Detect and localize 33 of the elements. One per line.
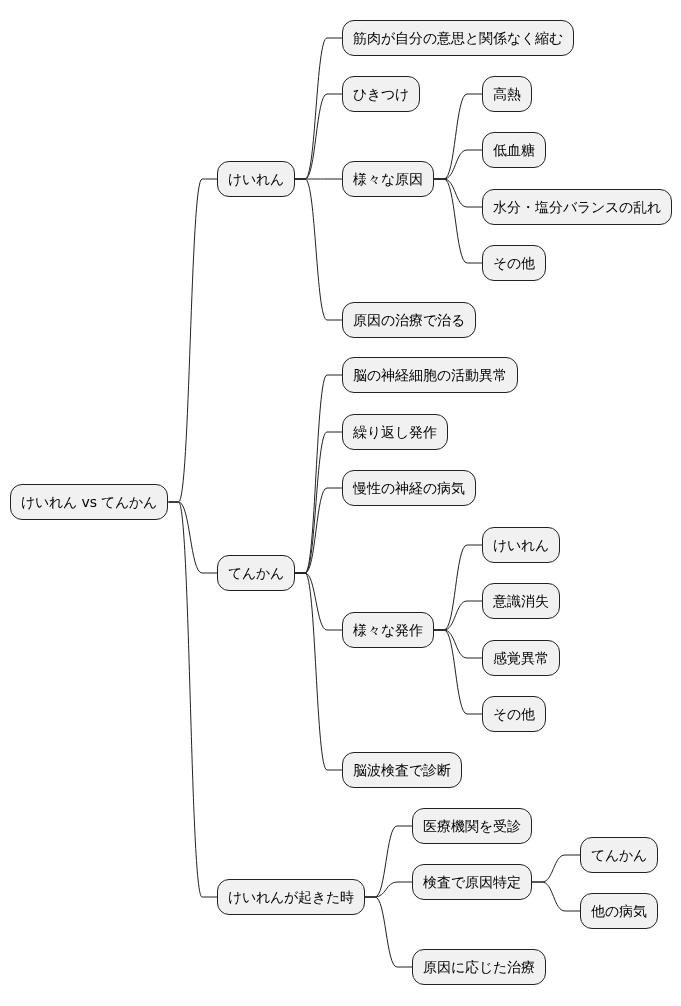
topic-box: けいれん vs てんかん bbox=[10, 484, 169, 520]
topic-box: 様々な発作 bbox=[342, 612, 434, 648]
topic-box: てんかん bbox=[217, 555, 295, 591]
topic-box: 脳の神経細胞の活動異常 bbox=[342, 357, 518, 393]
topic-box: 高熱 bbox=[482, 76, 532, 112]
topic-box: けいれん bbox=[482, 527, 560, 563]
topic-box: 原因に応じた治療 bbox=[412, 949, 546, 985]
topic-box: 脳波検査で診断 bbox=[342, 752, 462, 788]
topic-box: けいれん bbox=[217, 161, 295, 197]
topic-box: てんかん bbox=[580, 837, 658, 873]
topic-box: 水分・塩分バランスの乱れ bbox=[482, 189, 672, 225]
topic-box: ひきつけ bbox=[342, 76, 420, 112]
topic-box: 意識消失 bbox=[482, 583, 560, 619]
connector-line bbox=[433, 629, 483, 715]
topic-box: 感覚異常 bbox=[482, 640, 560, 676]
topic-box: 医療機関を受診 bbox=[412, 808, 532, 844]
topic-box: 筋肉が自分の意思と関係なく縮む bbox=[342, 20, 574, 56]
connector-line bbox=[364, 896, 413, 968]
connector-line bbox=[531, 881, 581, 912]
topic-box: 検査で原因特定 bbox=[412, 864, 532, 900]
topic-box: 慢性の神経の病気 bbox=[342, 470, 476, 506]
topic-box: 様々な原因 bbox=[342, 161, 434, 197]
connector-line bbox=[294, 178, 343, 321]
topic-box: 他の病気 bbox=[580, 893, 658, 929]
topic-box: けいれんが起きた時 bbox=[217, 879, 365, 915]
topic-box: その他 bbox=[482, 696, 546, 732]
connector-line bbox=[168, 501, 218, 898]
topic-box: 原因の治療で治る bbox=[342, 302, 476, 338]
topic-box: 低血糖 bbox=[482, 132, 546, 168]
connector-line bbox=[294, 572, 343, 771]
topic-box: その他 bbox=[482, 245, 546, 281]
connector-line bbox=[433, 178, 483, 264]
topic-box: 繰り返し発作 bbox=[342, 414, 448, 450]
